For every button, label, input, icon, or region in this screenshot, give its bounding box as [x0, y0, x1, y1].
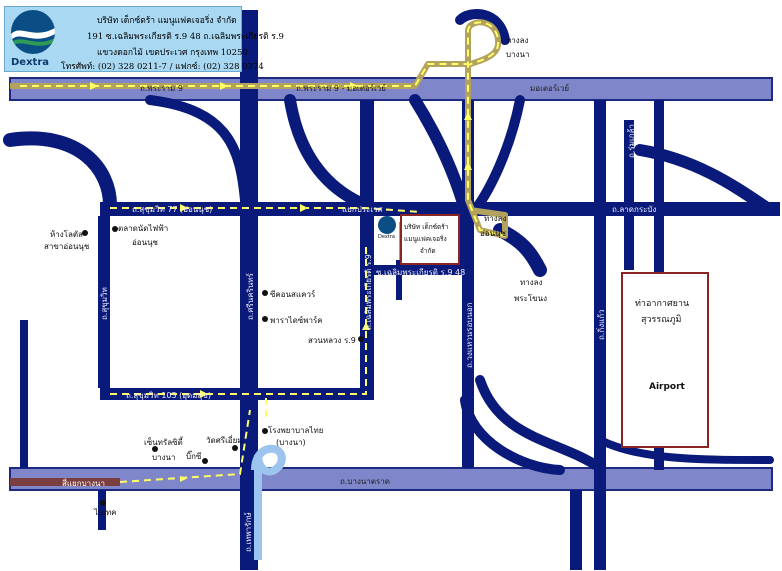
poi-central-1: เซ็นทรัลซิตี้ [144, 438, 183, 447]
company-address-2: แขวงดอกไม้ เขตประเวศ กรุงเทพ 10250 [97, 48, 248, 58]
label-bangna-junction: สี่แยกบางนา [62, 479, 106, 488]
road-label-sukhumvit: ถ.สุขุมวิท [100, 287, 109, 320]
company-small-logo-icon [378, 216, 396, 234]
label-onnut-ramp-bottom: อ่อนนุช [480, 229, 506, 238]
poi-seacon: ซีคอนสแควร์ [270, 290, 316, 299]
poi-dot-lotus [82, 230, 88, 236]
road-label-chaloem-soi: ซ.เฉลิมพระเกียรติ ร.9 48 [376, 268, 466, 277]
road-label-bangna-trat: ถ.บางนาตราด [340, 477, 391, 486]
poi-market-1: ตลาดนัดไฟฟ้า [118, 224, 169, 233]
route-dashes [20, 21, 506, 483]
poi-dot-biotec [100, 500, 106, 506]
company-phone: โทรศัพท์: (02) 328 0211-7 / แฟกซ์: (02) … [61, 62, 264, 72]
company-name: บริษัท เด็กซ์ตร้า แมนูแฟคเจอริ่ง จำกัด [97, 16, 237, 26]
airport-label-2: สุวรรณภูมิ [641, 315, 682, 325]
label-prakanong-ramp-top: ทางลง [520, 278, 543, 287]
company-location-box: บริษัท เด็กซ์ตร้า แมนูแฟคเจอริ่ง จำกัด [400, 214, 460, 265]
company-small-logo-text: Dextra [378, 234, 395, 240]
bangna-trat-road [9, 467, 773, 491]
poi-lotus-2: สาขาอ่อนนุช [44, 242, 90, 251]
logo-wordmark: Dextra [11, 57, 49, 68]
road-label-thepharak: ถ.เทพารักษ์ [244, 512, 253, 552]
company-box-line3: จำกัด [420, 247, 436, 255]
airport-label-en: Airport [649, 382, 685, 392]
road-label-rama9-motorway: ถ.พระราม 9 - มอเตอร์เวย์ [296, 84, 386, 93]
road-label-lat-krabang: ถ.ลาดกระบัง [612, 205, 657, 214]
poi-biotec: ไบเทค [94, 508, 117, 517]
poi-suan-luang: สวนหลวง ร.9 [308, 336, 356, 345]
road-label-sukhumvit77: ถ.สุขุมวิท 77 (อ่อนนุช) [132, 205, 213, 214]
poi-wat-sri: วัดศรีเอี่ยม [206, 436, 243, 445]
poi-paradise: พาราไดซ์พาร์ค [270, 316, 323, 325]
poi-dot-paradise [262, 316, 268, 322]
poi-bigc: บิ๊กซี [186, 452, 202, 461]
airport-label-1: ท่าอากาศยาน [635, 299, 690, 309]
company-address-1: 191 ซ.เฉลิมพระเกียรติ ร.9 48 ถ.เฉลิมพระเ… [87, 32, 284, 42]
poi-dot-hospital [262, 428, 268, 434]
road-label-mo-prawet: แยกประเวศ [342, 205, 383, 214]
poi-lotus-1: ห้างโลตัส [50, 230, 83, 239]
road-label-motorway: มอเตอร์เวย์ [530, 84, 570, 93]
company-box-line1: บริษัท เด็กซ์ตร้า [404, 223, 449, 231]
poi-dot-bigc [202, 458, 208, 464]
road-label-kanchanaphisek: ถ.วงแหวนรอบนอก [465, 302, 474, 368]
poi-dot-suanluang [358, 336, 364, 342]
company-box-line2: แมนูแฟคเจอริ่ง [404, 235, 447, 243]
poi-hospital-1: โรงพยาบาลไทย [268, 426, 324, 435]
road-label-right-vertical: ถ.ร่มเกล้า [627, 124, 636, 158]
label-prakanong-ramp-bottom: พระโขนง [514, 294, 548, 303]
poi-central-2: บางนา [152, 453, 176, 462]
start-segment [10, 478, 120, 486]
road-label-srinakarin: ถ.ศรีนครินทร์ [246, 273, 255, 320]
poi-dot-central [152, 446, 158, 452]
airport-box: ท่าอากาศยาน สุวรรณภูมิ Airport [621, 272, 709, 448]
company-info-box: Dextra บริษัท เด็กซ์ตร้า แมนูแฟคเจอริ่ง … [4, 6, 284, 72]
label-bangna-ramp-top: ทางลง [506, 36, 529, 45]
road-label-king-kaeo: ถ.กิ่งแก้ว [597, 309, 606, 340]
bangna-overpass-loop [251, 444, 286, 560]
poi-hospital-2: (บางนา) [276, 438, 306, 447]
poi-dot-seacon [262, 290, 268, 296]
poi-market-2: อ่อนนุช [132, 238, 158, 247]
route-arrowheads [90, 82, 472, 482]
road-label-sukhumvit103: ถ.สุขุมวิท 103 (อุดมสุข) [126, 391, 211, 400]
road-label-chaloem-v: ถ.เฉลิมพระเกียรติ ร.9 [364, 254, 373, 330]
poi-dot-watsri [232, 445, 238, 451]
road-label-rama9: ถ.พระราม 9 [140, 84, 183, 93]
label-onnut-ramp-top: ทางลง [484, 214, 507, 223]
poi-dot-market [112, 226, 118, 232]
label-bangna-ramp-bottom: บางนา [506, 50, 530, 59]
dextra-logo-icon [11, 10, 55, 54]
